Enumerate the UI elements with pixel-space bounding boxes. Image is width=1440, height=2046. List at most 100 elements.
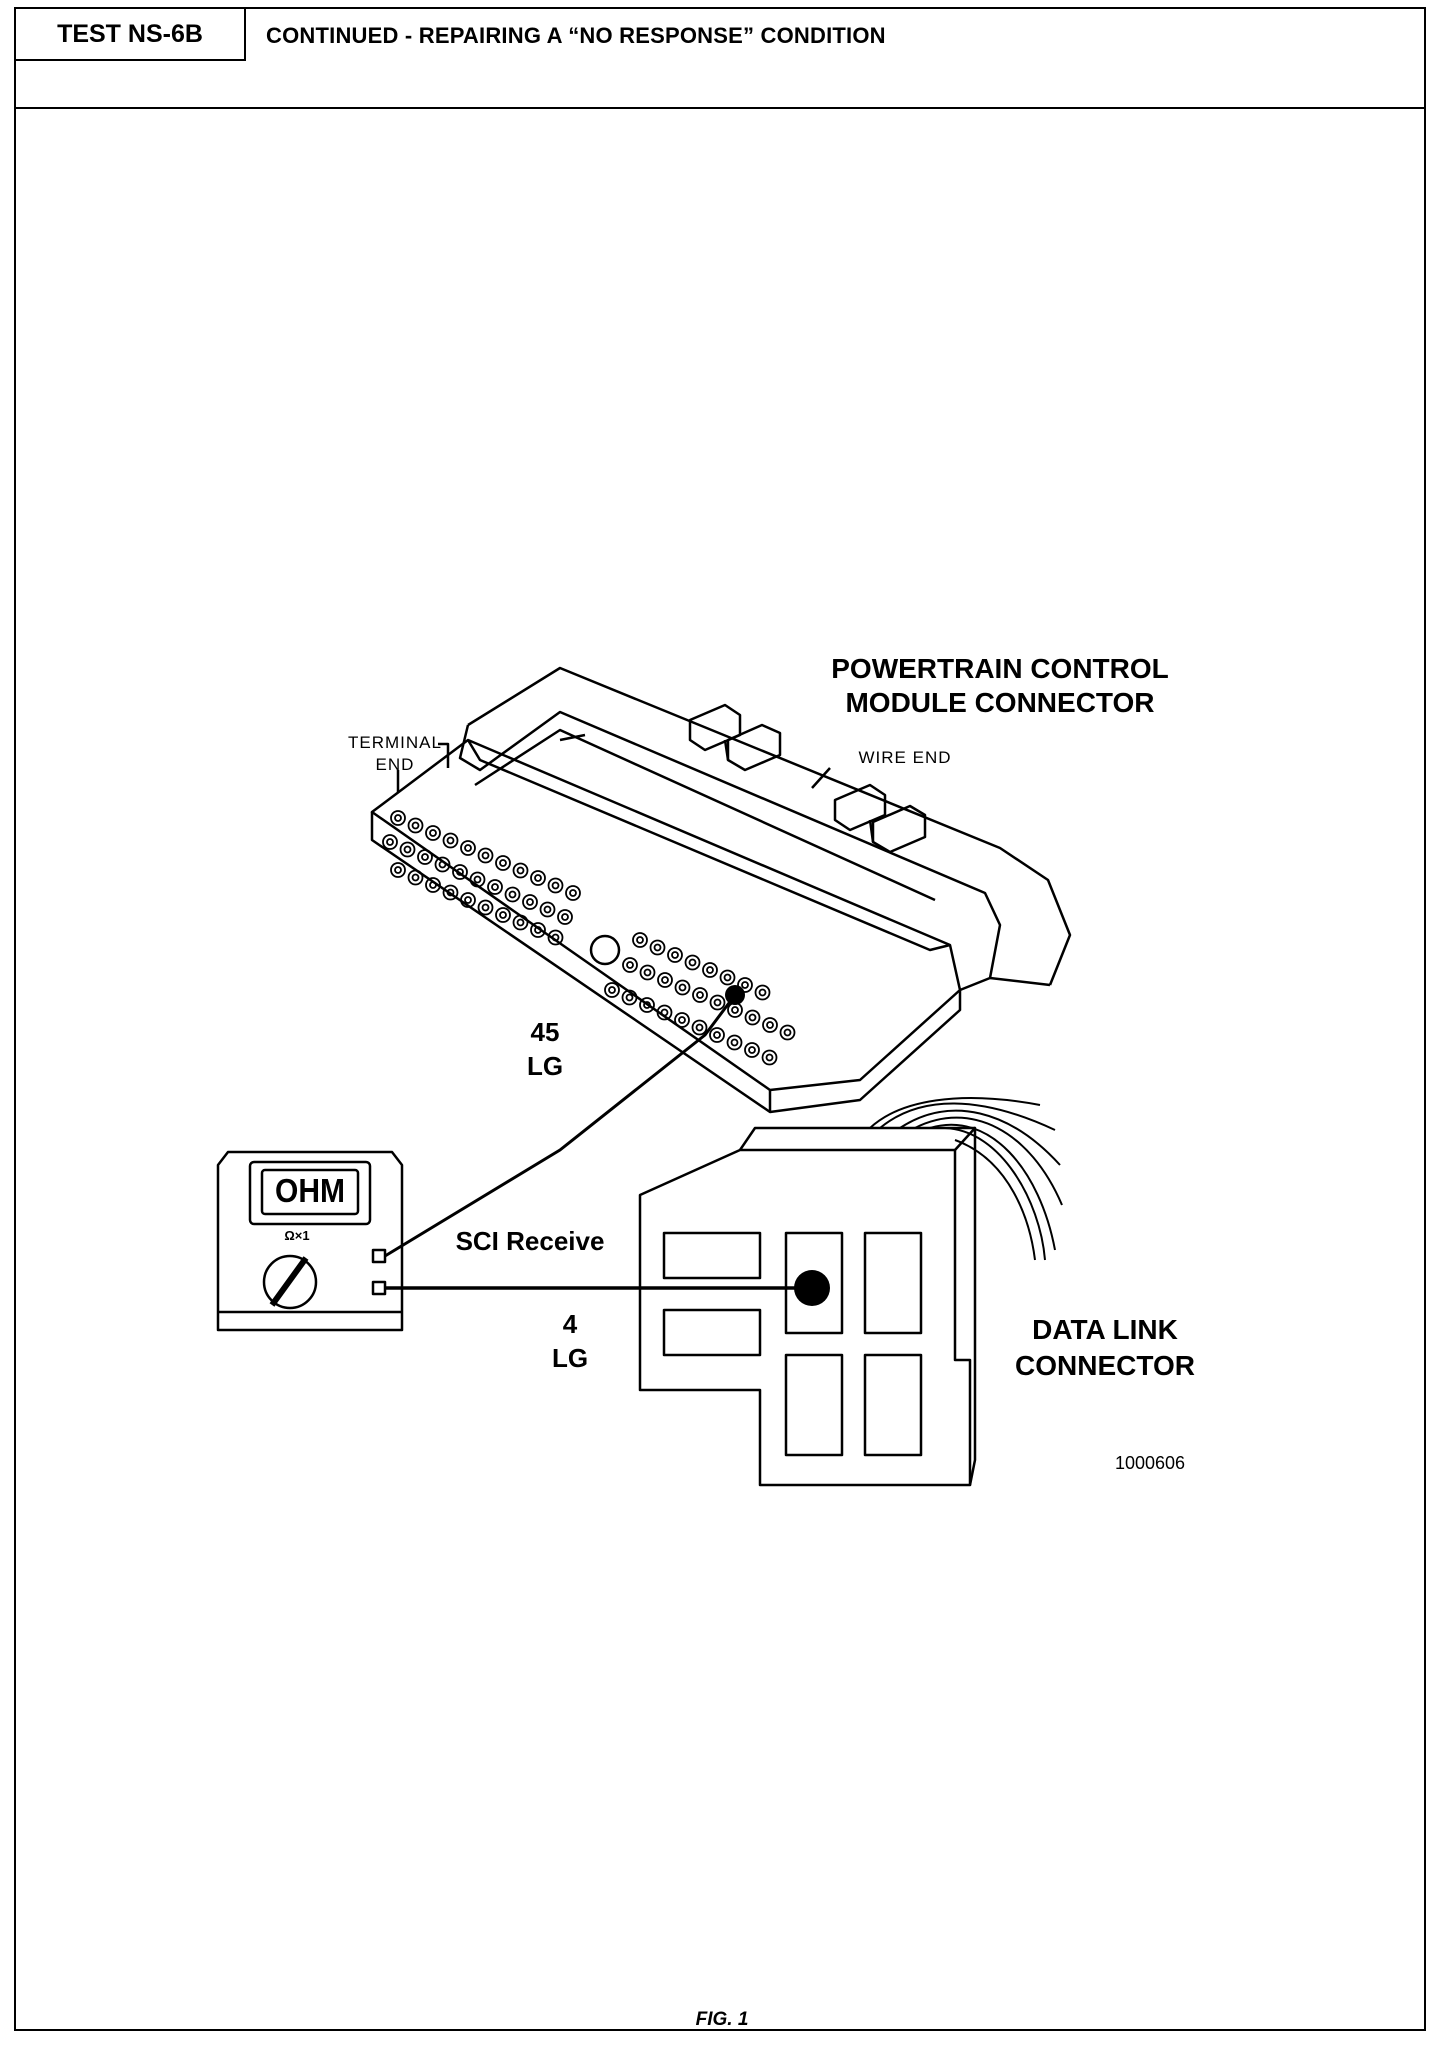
terminal-pin-core — [713, 998, 722, 1007]
terminal-pin-core — [661, 976, 669, 984]
terminal-pin — [702, 962, 718, 978]
terminal-pin-core — [748, 1013, 757, 1022]
terminal-pin — [779, 1024, 796, 1041]
terminal-end-label: TERMINAL END — [330, 732, 460, 776]
terminal-pin-core — [481, 851, 490, 860]
terminal-pin — [709, 1027, 725, 1043]
terminal-pin-core — [446, 888, 455, 897]
terminal-pin — [442, 884, 459, 901]
dlc-label: DATA LINK CONNECTOR — [975, 1312, 1235, 1384]
terminal-pin-core — [783, 1028, 792, 1037]
terminal-pin-core — [636, 936, 644, 944]
terminal-pin-core — [713, 1031, 721, 1039]
pcm-terminal-pins — [382, 810, 796, 1066]
meter-display-text: OHM — [275, 1173, 345, 1210]
terminal-pin-core — [386, 838, 394, 846]
terminal-pin-core — [660, 1008, 669, 1017]
terminal-pin — [674, 1012, 690, 1028]
terminal-pin — [390, 862, 406, 878]
terminal-pin — [657, 972, 673, 988]
terminal-pin — [495, 907, 511, 923]
terminal-pin-core — [499, 859, 507, 867]
terminal-pin-core — [411, 821, 420, 830]
multimeter — [216, 1150, 404, 1332]
figure-caption: FIG. 1 — [695, 2009, 749, 2030]
terminal-pin — [512, 914, 529, 931]
terminal-pin — [547, 929, 564, 946]
terminal-pin-core — [421, 853, 429, 861]
wire-45-lg — [384, 994, 737, 1258]
terminal-pin — [709, 994, 726, 1011]
terminal-pin — [744, 1009, 761, 1026]
terminal-pin — [477, 899, 494, 916]
terminal-pin-core — [403, 845, 412, 854]
terminal-pin — [692, 987, 708, 1003]
terminal-pin-core — [678, 983, 687, 992]
terminal-pin-core — [561, 913, 569, 921]
terminal-pin — [726, 1034, 743, 1051]
terminal-pin — [547, 877, 564, 894]
wire2-color: LG — [551, 1343, 589, 1373]
terminal-pin-core — [731, 1006, 739, 1014]
wire1-label: 45 LG — [510, 1015, 580, 1083]
terminal-pin-core — [678, 1016, 686, 1024]
terminal-pin — [522, 894, 538, 910]
terminal-pin-core — [411, 873, 420, 882]
part-number: 1000606 — [1114, 1453, 1186, 1473]
terminal-pin-core — [473, 875, 482, 884]
terminal-pin — [434, 856, 451, 873]
terminal-pin — [667, 947, 683, 963]
terminal-pin-core — [499, 911, 507, 919]
terminal-pin — [744, 1042, 760, 1058]
terminal-pin-core — [438, 860, 447, 869]
sci-receive-label: SCI Receive — [455, 1226, 605, 1256]
terminal-pin-core — [688, 958, 697, 967]
terminal-pin-core — [508, 890, 517, 899]
terminal-pin — [674, 979, 691, 996]
pcm-pin-45-probe — [725, 985, 745, 1005]
wire2-label: 4 LG — [535, 1307, 605, 1375]
pcm-label-line1: POWERTRAIN CONTROL — [831, 653, 1169, 684]
terminal-pin — [495, 855, 511, 871]
terminal-pin — [604, 982, 620, 998]
terminal-pin — [622, 957, 638, 973]
terminal-pin — [442, 832, 459, 849]
terminal-pin-core — [643, 968, 652, 977]
terminal-pin-core — [526, 898, 534, 906]
wire2-pin: 4 — [562, 1309, 578, 1339]
terminal-pin — [719, 969, 736, 986]
terminal-pin — [632, 932, 648, 948]
terminal-pin — [504, 886, 521, 903]
data-link-connector — [638, 1097, 1063, 1487]
terminal-pin — [390, 810, 406, 826]
terminal-pin — [452, 864, 468, 880]
header-title: CONTINUED - REPAIRING A “NO RESPONSE” CO… — [266, 23, 886, 48]
terminal-pin-core — [543, 905, 552, 914]
terminal-pin — [737, 977, 753, 993]
terminal-pin — [762, 1017, 778, 1033]
terminal-pin — [407, 869, 424, 886]
terminal-pin-core — [730, 1038, 739, 1047]
terminal-pin-core — [429, 881, 437, 889]
terminal-pin — [417, 849, 433, 865]
terminal-pin — [399, 841, 416, 858]
terminal-pin — [512, 862, 529, 879]
wire1-pin: 45 — [530, 1017, 560, 1047]
terminal-pin — [691, 1019, 708, 1036]
terminal-pin-core — [723, 973, 732, 982]
terminal-pin-core — [608, 986, 616, 994]
terminal-pin — [565, 885, 581, 901]
dlc-label-line1: DATA LINK — [1032, 1314, 1178, 1345]
terminal-pin-core — [706, 966, 714, 974]
terminal-pin — [425, 825, 441, 841]
wire-end-label: WIRE END — [858, 748, 952, 767]
terminal-pin-core — [748, 1046, 756, 1054]
terminal-pin — [727, 1002, 743, 1018]
terminal-pin — [425, 877, 441, 893]
page-frame: TEST NS-6B CONTINUED - REPAIRING A “NO R… — [14, 7, 1426, 2031]
terminal-pin — [487, 879, 503, 895]
terminal-pin — [477, 847, 494, 864]
terminal-pin — [656, 1004, 673, 1021]
terminal-pin-core — [551, 933, 560, 942]
page-header: TEST NS-6B CONTINUED - REPAIRING A “NO R… — [16, 9, 1424, 109]
